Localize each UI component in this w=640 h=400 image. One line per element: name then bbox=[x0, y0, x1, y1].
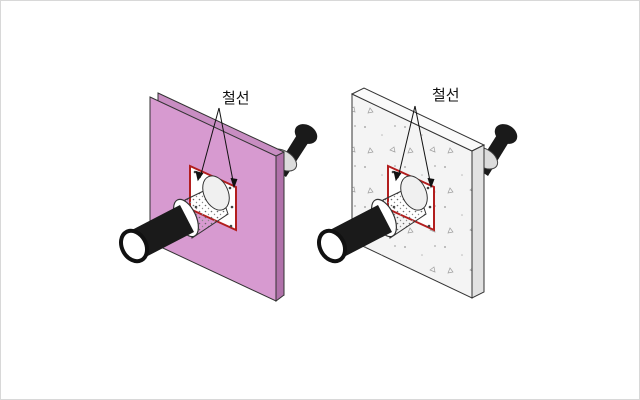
left-leader-lines bbox=[195, 107, 238, 189]
right-wall-side bbox=[471, 144, 485, 299]
right-label-steel-wire: 철선 bbox=[432, 86, 460, 104]
left-label-steel-wire: 철선 bbox=[222, 89, 250, 107]
right-pipe-front bbox=[317, 205, 392, 264]
left-board-edge bbox=[275, 151, 285, 302]
left-pipe-front bbox=[119, 205, 194, 264]
right-leader-lines bbox=[393, 105, 435, 189]
left-panel: 철선 bbox=[119, 89, 318, 302]
right-panel: 철선 bbox=[317, 86, 518, 299]
